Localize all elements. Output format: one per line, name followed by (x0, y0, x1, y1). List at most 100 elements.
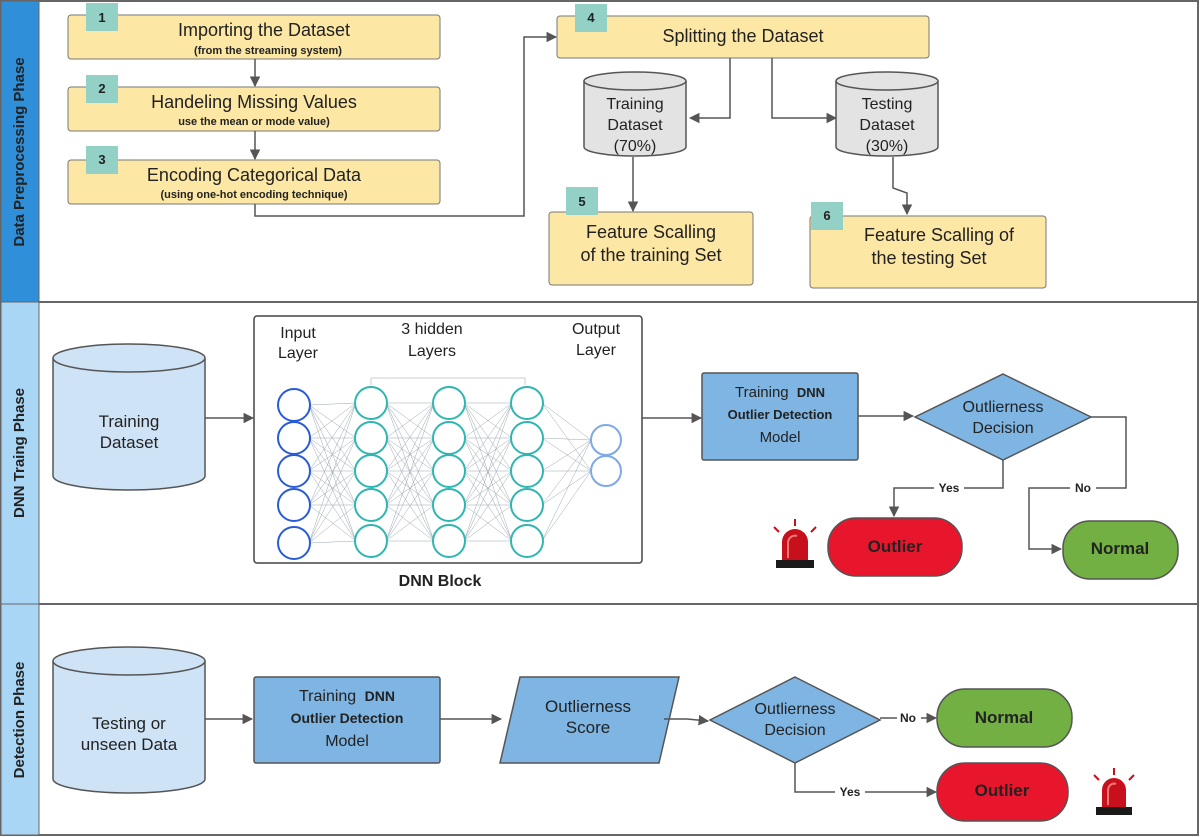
hidden-neuron (354, 454, 388, 488)
nn-connection (308, 402, 357, 406)
nn-connection (385, 470, 435, 542)
step-2-missing-values: Handeling Missing Values use the mean or… (67, 86, 441, 132)
phase-label-detection: Detection Phase (11, 662, 28, 779)
nn-connection (541, 439, 592, 506)
input-neuron (277, 388, 311, 422)
training-normal-terminal: Normal (1062, 520, 1179, 580)
hidden-neuron (432, 386, 466, 420)
step-1-subtitle: (from the streaming system) (194, 45, 342, 57)
step-3-title: Encoding Categorical Data (147, 165, 362, 185)
train-model-line2: Outlier Detection (728, 407, 833, 422)
test-cyl-line3: (30%) (866, 138, 909, 155)
train-yes-label: Yes (939, 481, 960, 495)
arrow-det-yes-outlier (794, 763, 938, 798)
det-decision-line2: Decision (764, 722, 825, 739)
det-yes-label: Yes (840, 785, 861, 799)
arrow-score-to-decision (664, 714, 710, 726)
nn-connection (541, 402, 592, 472)
step-4-splitting: Splitting the Dataset (556, 15, 930, 59)
dnn-block-caption: DNN Block (399, 573, 482, 590)
step-4-badge (575, 4, 607, 32)
yes-label-bg (934, 481, 964, 495)
nn-connection (463, 504, 513, 542)
step-4-number: 4 (587, 10, 595, 25)
training-dataset-cylinder: Training Dataset (70%) (583, 71, 687, 157)
nn-connection (385, 402, 435, 472)
training-outlier-terminal: Outlier (827, 517, 963, 577)
hidden-neuron (510, 454, 544, 488)
phase-label-preprocessing: Data Preprocessing Phase (11, 57, 28, 246)
detection-normal-terminal: Normal (936, 688, 1073, 748)
arrow-4-to-train (688, 58, 731, 124)
training-model-box: Training DNN Outlier Detection Model (701, 372, 859, 461)
test-store-line1: Testing or (92, 714, 166, 733)
arrow-4-to-test (771, 58, 838, 124)
step-6-line2: the testing Set (871, 248, 986, 268)
hidden-neuron (510, 488, 544, 522)
step-5-number: 5 (578, 194, 585, 209)
nn-connection (463, 402, 513, 439)
output-layer-label-1: Output (572, 321, 621, 338)
input-neuron (277, 488, 311, 522)
step-6-line1: Feature Scalling of (864, 225, 1015, 245)
score-line1: Outlierness (545, 697, 631, 716)
nn-connection (463, 402, 513, 472)
phase-label-training: DNN Traing Phase (11, 388, 28, 518)
step-2-badge (86, 75, 118, 103)
train-cyl-line2: Dataset (607, 117, 663, 134)
hidden-neuron (432, 488, 466, 522)
step-1-badge (86, 3, 118, 31)
nn-connection (308, 402, 357, 439)
hidden-neuron (510, 421, 544, 455)
det-outlier-label: Outlier (975, 781, 1030, 800)
nn-connections (308, 402, 592, 544)
nn-connection (541, 439, 592, 472)
no-label-bg (1070, 481, 1096, 495)
hidden-neuron (432, 524, 466, 558)
nn-connection (308, 470, 357, 506)
train-normal-label: Normal (1091, 539, 1150, 558)
nn-connection (385, 470, 435, 506)
nn-connection (541, 437, 592, 472)
step-4-title: Splitting the Dataset (662, 26, 823, 46)
train-cyl-line3: (70%) (614, 138, 657, 155)
nn-connection (385, 402, 435, 542)
step-2-title: Handeling Missing Values (151, 92, 357, 112)
nn-connection (308, 402, 357, 544)
hidden-neuron (354, 421, 388, 455)
step-3-subtitle: (using one-hot encoding technique) (161, 189, 348, 201)
train-store-line2: Dataset (100, 433, 159, 452)
testing-data-store: Testing or unseen Data (52, 646, 206, 794)
nn-connection (541, 470, 592, 542)
sidebar-detection (0, 603, 40, 836)
nn-connection (308, 404, 357, 439)
nn-connection (541, 437, 592, 441)
sidebar-training (0, 301, 40, 605)
sidebar-preprocessing (0, 0, 40, 303)
test-cyl-line1: Testing (862, 96, 913, 113)
hidden-layers-label-2: Layers (408, 343, 456, 360)
test-store-line2: unseen Data (81, 735, 178, 754)
step-3-encoding: Encoding Categorical Data (using one-hot… (67, 159, 441, 205)
step-1-importing-dataset: Importing the Dataset (from the streamin… (67, 14, 441, 60)
det-model-line1: Training DNN (299, 688, 395, 705)
training-dataset-store: Training Dataset (52, 343, 206, 491)
nn-connection (463, 402, 513, 506)
train-cyl-line1: Training (606, 96, 663, 113)
step-5-scaling-train: Feature Scalling of the training Set (548, 211, 754, 286)
step-6-number: 6 (823, 208, 830, 223)
input-neuron (277, 421, 311, 455)
step-3-badge (86, 146, 118, 174)
nn-connection (541, 439, 592, 542)
det-no-label: No (900, 711, 916, 725)
nn-connection (308, 470, 357, 544)
hidden-neuron (354, 386, 388, 420)
step-5-line1: Feature Scalling (586, 222, 716, 242)
score-line2: Score (566, 718, 610, 737)
nn-connection (308, 404, 357, 506)
nn-connection (308, 437, 357, 506)
step-6-scaling-test: Feature Scalling of the testing Set (809, 215, 1047, 289)
hidden-bracket (370, 377, 526, 385)
det-yes-label-bg (835, 785, 865, 799)
detection-decision-diamond: Outlierness Decision (708, 676, 882, 764)
